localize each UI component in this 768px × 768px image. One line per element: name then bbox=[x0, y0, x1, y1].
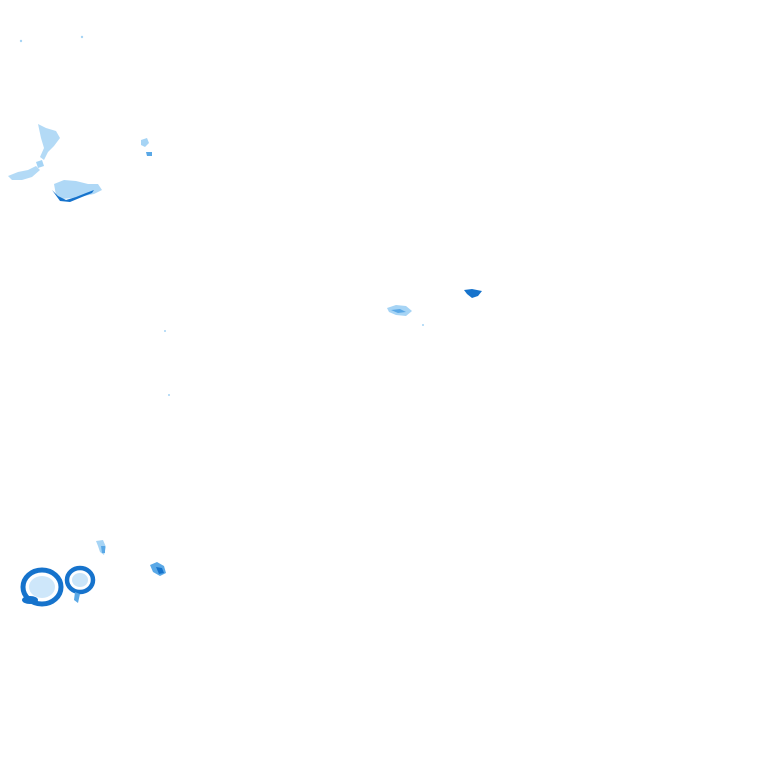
precip-patch bbox=[146, 152, 152, 156]
precip-core bbox=[52, 190, 94, 202]
precip-patch bbox=[141, 138, 149, 147]
precip-core bbox=[101, 546, 105, 553]
precip-core bbox=[464, 289, 482, 298]
storm-ring-small-halo bbox=[72, 573, 88, 587]
speck bbox=[80, 35, 84, 39]
precipitation-cell-lower-left bbox=[20, 540, 166, 607]
speck bbox=[19, 39, 23, 43]
storm-ring-large-tail bbox=[22, 596, 38, 604]
precip-patch bbox=[54, 180, 102, 199]
speck bbox=[422, 324, 424, 326]
precip-patch bbox=[36, 160, 44, 168]
precip-core bbox=[156, 567, 164, 574]
precip-patch bbox=[38, 124, 60, 160]
precipitation-cell-center bbox=[164, 289, 482, 396]
precip-core bbox=[391, 309, 406, 313]
precip-patch bbox=[8, 166, 40, 180]
storm-ring-large-halo bbox=[29, 576, 55, 598]
precipitation-cell-upper-left bbox=[8, 124, 152, 202]
storm-ring-small-outer bbox=[64, 565, 96, 595]
speck bbox=[164, 330, 166, 332]
storm-ring-large-outer bbox=[20, 567, 64, 607]
speck bbox=[168, 394, 170, 396]
storm-ring-small-tail bbox=[74, 592, 80, 603]
speck-cluster-top-left bbox=[19, 35, 84, 43]
